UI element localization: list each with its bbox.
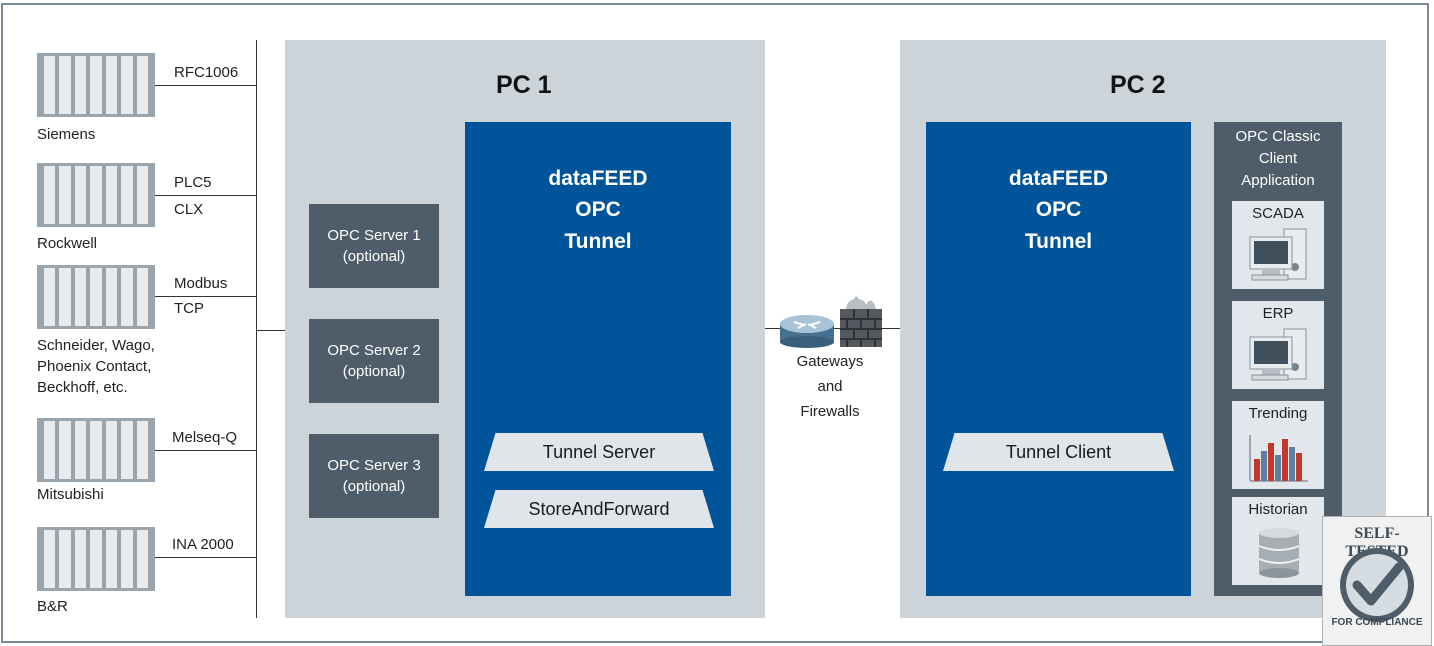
check-seal-icon — [1340, 548, 1414, 622]
app-historian: Historian — [1232, 497, 1324, 585]
tunnel-server-module: Tunnel Server — [484, 433, 714, 471]
opc-server-2: OPC Server 2 (optional) — [309, 319, 439, 403]
app-label: Historian — [1248, 501, 1308, 518]
opc-client-application: OPC Classic Client Application SCADA ERP… — [1214, 122, 1342, 596]
bus-to-pc1-line — [256, 330, 285, 331]
opc-server-name: OPC Server 2 — [327, 342, 421, 359]
tunnel-title-line2: OPC — [1035, 198, 1082, 221]
pc1-title: PC 1 — [496, 71, 552, 99]
plc-device-rockwell — [37, 163, 155, 227]
vendor-mitsubishi: Mitsubishi — [37, 486, 104, 503]
app-label: SCADA — [1252, 205, 1304, 222]
firewall-icon — [840, 295, 882, 347]
app-trending: Trending — [1232, 401, 1324, 489]
gateway-label-line3: Firewalls — [800, 403, 860, 420]
store-and-forward-module: StoreAndForward — [484, 490, 714, 528]
tunnel-title-line1: dataFEED — [548, 167, 648, 190]
tunnel-title-line2: OPC — [575, 198, 621, 221]
self-tested-badge: SELF-TESTED FOR COMPLIANCE — [1322, 516, 1432, 646]
opc-server-name: OPC Server 1 — [327, 227, 421, 244]
pc2-tunnel-box: dataFEED OPC Tunnel — [926, 122, 1191, 596]
gateway-label-line1: Gateways — [796, 353, 864, 370]
protocol-label: Modbus — [174, 275, 228, 292]
connector-line — [155, 450, 256, 451]
app-erp: ERP — [1232, 301, 1324, 389]
tunnel-client-module: Tunnel Client — [943, 433, 1174, 471]
protocol-label: RFC1006 — [174, 64, 239, 81]
pc2-title: PC 2 — [1110, 71, 1166, 99]
opc-server-1: OPC Server 1 (optional) — [309, 204, 439, 288]
bar-chart-icon — [1249, 435, 1308, 482]
tunnel-title-line1: dataFEED — [1008, 167, 1109, 190]
vendor-siemens: Siemens — [37, 126, 96, 143]
protocol-label: Melseq-Q — [172, 429, 238, 446]
opc-server-note: (optional) — [342, 363, 406, 380]
plc-device-br — [37, 527, 155, 591]
connector-line — [155, 85, 256, 86]
opc-server-3: OPC Server 3 (optional) — [309, 434, 439, 518]
database-icon — [1258, 528, 1300, 578]
vendor-br: B&R — [37, 598, 68, 615]
computer-icon — [1249, 228, 1307, 281]
badge-subtext: FOR COMPLIANCE — [1331, 617, 1423, 628]
protocol-label: TCP — [174, 300, 204, 317]
protocol-label: CLX — [174, 201, 204, 218]
plc-device-schneider — [37, 265, 155, 329]
connector-line — [155, 296, 256, 297]
router-icon — [780, 315, 834, 348]
opc-server-name: OPC Server 3 — [327, 457, 421, 474]
protocol-label: PLC5 — [174, 174, 212, 191]
opc-server-note: (optional) — [342, 248, 406, 265]
client-title-line2: Client — [1258, 150, 1298, 167]
vendor-schneider-line1: Schneider, Wago, — [37, 337, 155, 354]
connector-line — [155, 195, 256, 196]
computer-icon — [1249, 328, 1307, 381]
gateway-label-line2: and — [817, 378, 843, 395]
protocol-label: INA 2000 — [172, 536, 234, 553]
vendor-rockwell: Rockwell — [37, 235, 98, 252]
app-label: Trending — [1248, 405, 1308, 422]
client-title-line3: Application — [1241, 172, 1315, 189]
client-title-line1: OPC Classic — [1235, 128, 1321, 145]
vendor-schneider-line3: Beckhoff, etc. — [37, 379, 128, 396]
connector-line — [155, 557, 256, 558]
tunnel-title-line3: Tunnel — [1024, 230, 1093, 253]
tunnel-title-line3: Tunnel — [564, 230, 632, 253]
device-bus-line — [256, 40, 257, 618]
vendor-schneider-line2: Phoenix Contact, — [37, 358, 152, 375]
plc-device-siemens — [37, 53, 155, 117]
app-label: ERP — [1262, 305, 1294, 322]
app-scada: SCADA — [1232, 201, 1324, 289]
plc-device-mitsubishi — [37, 418, 155, 482]
opc-server-note: (optional) — [342, 478, 406, 495]
